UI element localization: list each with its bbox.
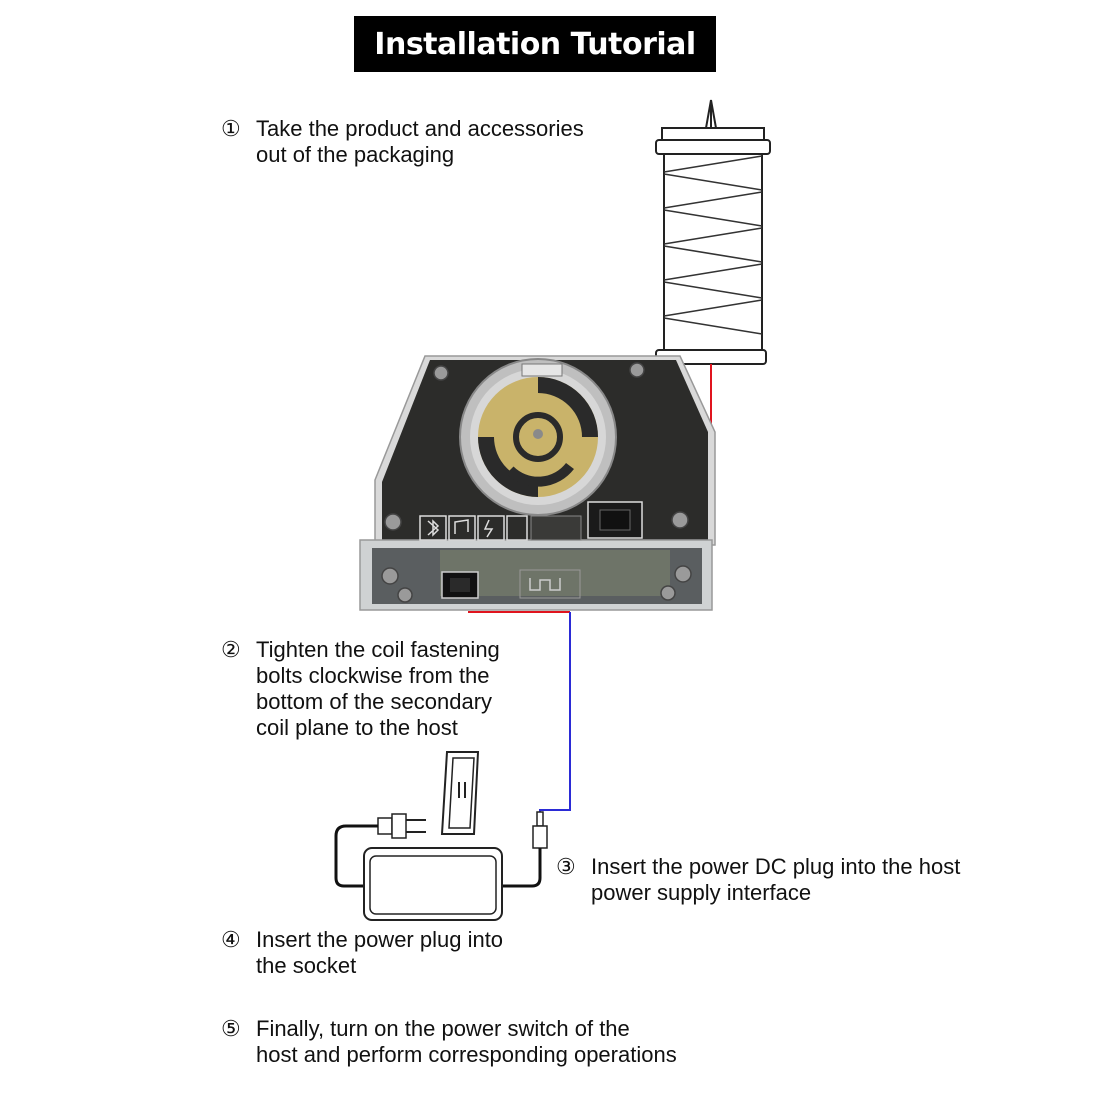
power-switch bbox=[587, 501, 643, 539]
ac-cable bbox=[334, 824, 378, 888]
host-device-icon bbox=[359, 355, 716, 611]
step-text-line: Tighten the coil fastening bbox=[256, 637, 500, 662]
step-text-line: Insert the power plug into bbox=[256, 927, 504, 952]
step-text-line: host and perform corresponding operation… bbox=[256, 1042, 677, 1067]
step-5: ⑤ Finally, turn on the power switch of t… bbox=[221, 1016, 677, 1068]
step-text-line: bolts clockwise from the bbox=[256, 663, 490, 688]
step-text-line: power supply interface bbox=[591, 880, 812, 905]
page-title: Installation Tutorial bbox=[354, 16, 716, 72]
wall-socket-icon bbox=[440, 751, 480, 835]
step-number: ③ bbox=[556, 854, 576, 879]
step-number: ① bbox=[221, 116, 241, 141]
step-text-line: Take the product and accessories bbox=[256, 116, 584, 141]
step-1: ① Take the product and accessories out o… bbox=[221, 116, 584, 168]
power-adapter-icon bbox=[363, 847, 503, 921]
step-text-line: bottom of the secondary bbox=[256, 689, 493, 714]
step-text-line: Finally, turn on the power switch of the bbox=[256, 1016, 630, 1041]
step-text-line: Insert the power DC plug into the host bbox=[591, 854, 961, 879]
step-number: ② bbox=[221, 637, 241, 662]
step-text-line: coil plane to the host bbox=[256, 715, 458, 740]
dc-plug-icon bbox=[532, 811, 548, 849]
ac-plug-icon bbox=[377, 813, 426, 839]
blue-wire bbox=[539, 612, 571, 826]
step-4: ④ Insert the power plug into the socket bbox=[221, 927, 503, 979]
step-number: ④ bbox=[221, 927, 241, 952]
dc-cable bbox=[500, 848, 542, 888]
step-3: ③ Insert the power DC plug into the host… bbox=[556, 854, 960, 906]
music-hd-icon bbox=[448, 515, 476, 541]
tesla-coil-icon bbox=[655, 99, 771, 365]
step-2: ② Tighten the coil fastening bolts clock… bbox=[221, 637, 500, 741]
step-number: ⑤ bbox=[221, 1016, 241, 1041]
step-text-line: out of the packaging bbox=[256, 142, 455, 167]
step-text-line: the socket bbox=[256, 953, 357, 978]
bluetooth-icon bbox=[419, 515, 447, 541]
